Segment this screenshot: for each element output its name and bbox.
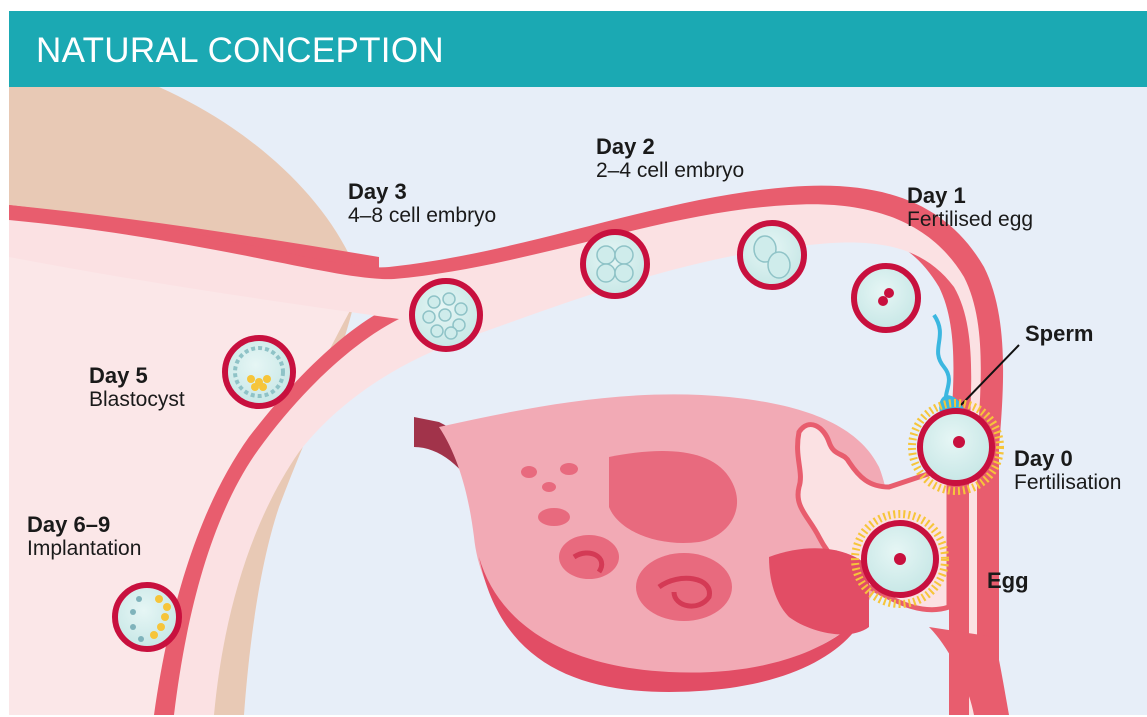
embryo-day-6-9: [115, 585, 179, 649]
label-day-3-title: Day 3: [348, 179, 496, 204]
title-bar: NATURAL CONCEPTION: [9, 11, 1147, 87]
embryo-day-5: [225, 338, 293, 406]
label-day-6-9-title: Day 6–9: [27, 512, 141, 537]
label-day-1-desc: Fertilised egg: [907, 208, 1033, 232]
label-day-5-title: Day 5: [89, 363, 185, 388]
label-sperm: Sperm: [1025, 321, 1093, 346]
label-day-1: Day 1 Fertilised egg: [907, 183, 1033, 232]
embryo-2-cell: [740, 223, 804, 287]
label-day-6-9-desc: Implantation: [27, 537, 141, 561]
label-day-3: Day 3 4–8 cell embryo: [348, 179, 496, 228]
label-day-2-desc: 2–4 cell embryo: [596, 159, 744, 183]
label-day-0: Day 0 Fertilisation: [1014, 446, 1121, 495]
embryo-day-1: [854, 266, 918, 330]
label-day-5-desc: Blastocyst: [89, 388, 185, 412]
page-title: NATURAL CONCEPTION: [36, 31, 444, 71]
diagram-frame: NATURAL CONCEPTION: [9, 11, 1147, 715]
label-day-1-title: Day 1: [907, 183, 1033, 208]
label-day-0-title: Day 0: [1014, 446, 1121, 471]
label-day-0-desc: Fertilisation: [1014, 471, 1121, 495]
embryo-day-2: [583, 232, 647, 296]
label-day-2: Day 2 2–4 cell embryo: [596, 134, 744, 183]
label-day-3-desc: 4–8 cell embryo: [348, 204, 496, 228]
illustration: Day 2 2–4 cell embryo Day 3 4–8 cell emb…: [9, 87, 1147, 715]
label-day-2-title: Day 2: [596, 134, 744, 159]
embryo-day-3: [412, 281, 480, 349]
label-day-6-9: Day 6–9 Implantation: [27, 512, 141, 561]
label-day-5: Day 5 Blastocyst: [89, 363, 185, 412]
label-egg: Egg: [987, 568, 1029, 593]
